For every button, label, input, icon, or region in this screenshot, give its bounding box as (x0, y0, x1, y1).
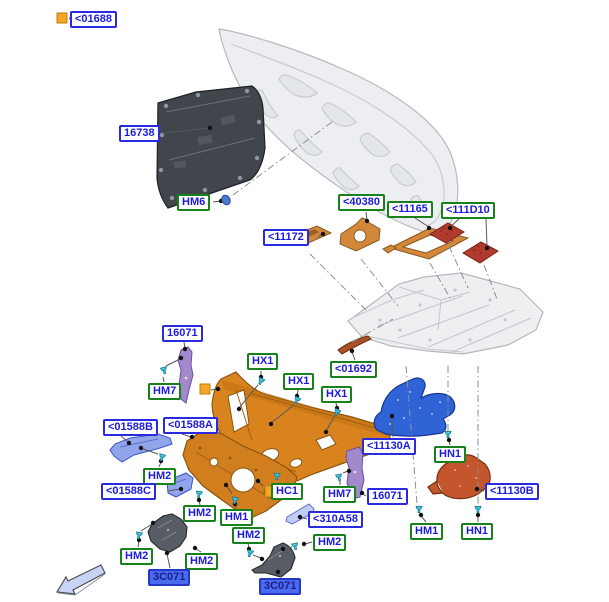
clip-label-hm2-1[interactable]: HM2 (143, 468, 177, 485)
grommet-hm6-icon[interactable] (220, 194, 232, 207)
floor-panel[interactable] (347, 272, 544, 355)
clip-label-hn1-bottom[interactable]: HN1 (461, 523, 494, 540)
trim-01692[interactable] (337, 335, 372, 355)
clip-icon[interactable] (474, 505, 482, 514)
part-label-11165[interactable]: <11165 (387, 201, 433, 218)
brace-16071-left-hole (184, 376, 188, 380)
shield-11130a[interactable] (373, 377, 456, 437)
clip-icon[interactable] (415, 505, 423, 514)
clip-icon[interactable] (134, 531, 143, 540)
pad-111d10-upper[interactable] (429, 222, 465, 244)
part-label-01588a[interactable]: <01588A (163, 417, 218, 434)
clip-icon[interactable] (291, 542, 300, 551)
brace-16071-left[interactable] (177, 346, 194, 404)
projection-lines (232, 121, 498, 507)
bracket-3c071-left[interactable] (147, 513, 188, 553)
part-label-16738[interactable]: 16738 (119, 125, 160, 142)
clip-label-hm1-2[interactable]: HM1 (410, 523, 444, 540)
gasket-11165-tab (382, 244, 397, 254)
clip-label-hm7-left[interactable]: HM7 (148, 383, 182, 400)
legend-marker-icon (56, 12, 68, 24)
part-label-310a58[interactable]: <310A58 (308, 511, 363, 528)
clip-icon[interactable] (256, 376, 266, 387)
clip-icon[interactable] (444, 430, 452, 439)
bracket-3c071-right[interactable] (251, 542, 296, 578)
clip-icon[interactable] (245, 549, 255, 558)
clip-label-hc1[interactable]: HC1 (271, 483, 304, 500)
part-label-01588b[interactable]: <01588B (103, 419, 158, 436)
hood-insulator-panel[interactable] (156, 85, 266, 209)
part-label-01588c[interactable]: <01588C (101, 483, 156, 500)
part-label-40380[interactable]: <40380 (338, 194, 386, 211)
clip-icon[interactable] (195, 490, 203, 499)
marker-squares (56, 12, 275, 498)
part-label-16071-right[interactable]: 16071 (367, 488, 408, 505)
clip-label-hn1-top[interactable]: HN1 (434, 446, 467, 463)
marker-square-icon (199, 383, 211, 395)
clip-icon[interactable] (335, 473, 344, 482)
brace-16071-right-hole (353, 470, 357, 474)
part-label-11172[interactable]: <11172 (263, 229, 309, 246)
part-label-3c071-right[interactable]: 3C071 (259, 578, 302, 595)
clip-label-hm2-6[interactable]: HM2 (185, 553, 219, 570)
clip-label-hm2-5[interactable]: HM2 (120, 548, 154, 565)
clip-label-hm2-2[interactable]: HM2 (183, 505, 217, 522)
part-label-01688[interactable]: <01688 (70, 11, 118, 28)
clip-label-hm2-3[interactable]: HM2 (232, 527, 266, 544)
clip-label-hx1-2[interactable]: HX1 (283, 373, 315, 390)
clip-label-hm1-1[interactable]: HM1 (220, 509, 254, 526)
clip-icon[interactable] (159, 366, 169, 375)
hood-panel[interactable] (218, 28, 459, 235)
direction-arrow-icon (56, 564, 106, 596)
part-label-11130b[interactable]: <11130B (485, 483, 539, 500)
clip-label-hx1-3[interactable]: HX1 (321, 386, 353, 403)
plate-40380-hole (353, 229, 367, 243)
part-label-11130a[interactable]: <11130A (362, 438, 416, 455)
part-label-111d10[interactable]: <111D10 (441, 202, 495, 219)
part-label-01692[interactable]: <01692 (330, 361, 378, 378)
clip-label-hm6[interactable]: HM6 (177, 194, 211, 211)
clip-label-hm7-right[interactable]: HM7 (323, 486, 357, 503)
part-label-3c071-left[interactable]: 3C071 (148, 569, 191, 586)
clip-label-hm2-4[interactable]: HM2 (313, 534, 347, 551)
part-label-16071-left[interactable]: 16071 (162, 325, 203, 342)
clip-label-hx1-1[interactable]: HX1 (247, 353, 279, 370)
